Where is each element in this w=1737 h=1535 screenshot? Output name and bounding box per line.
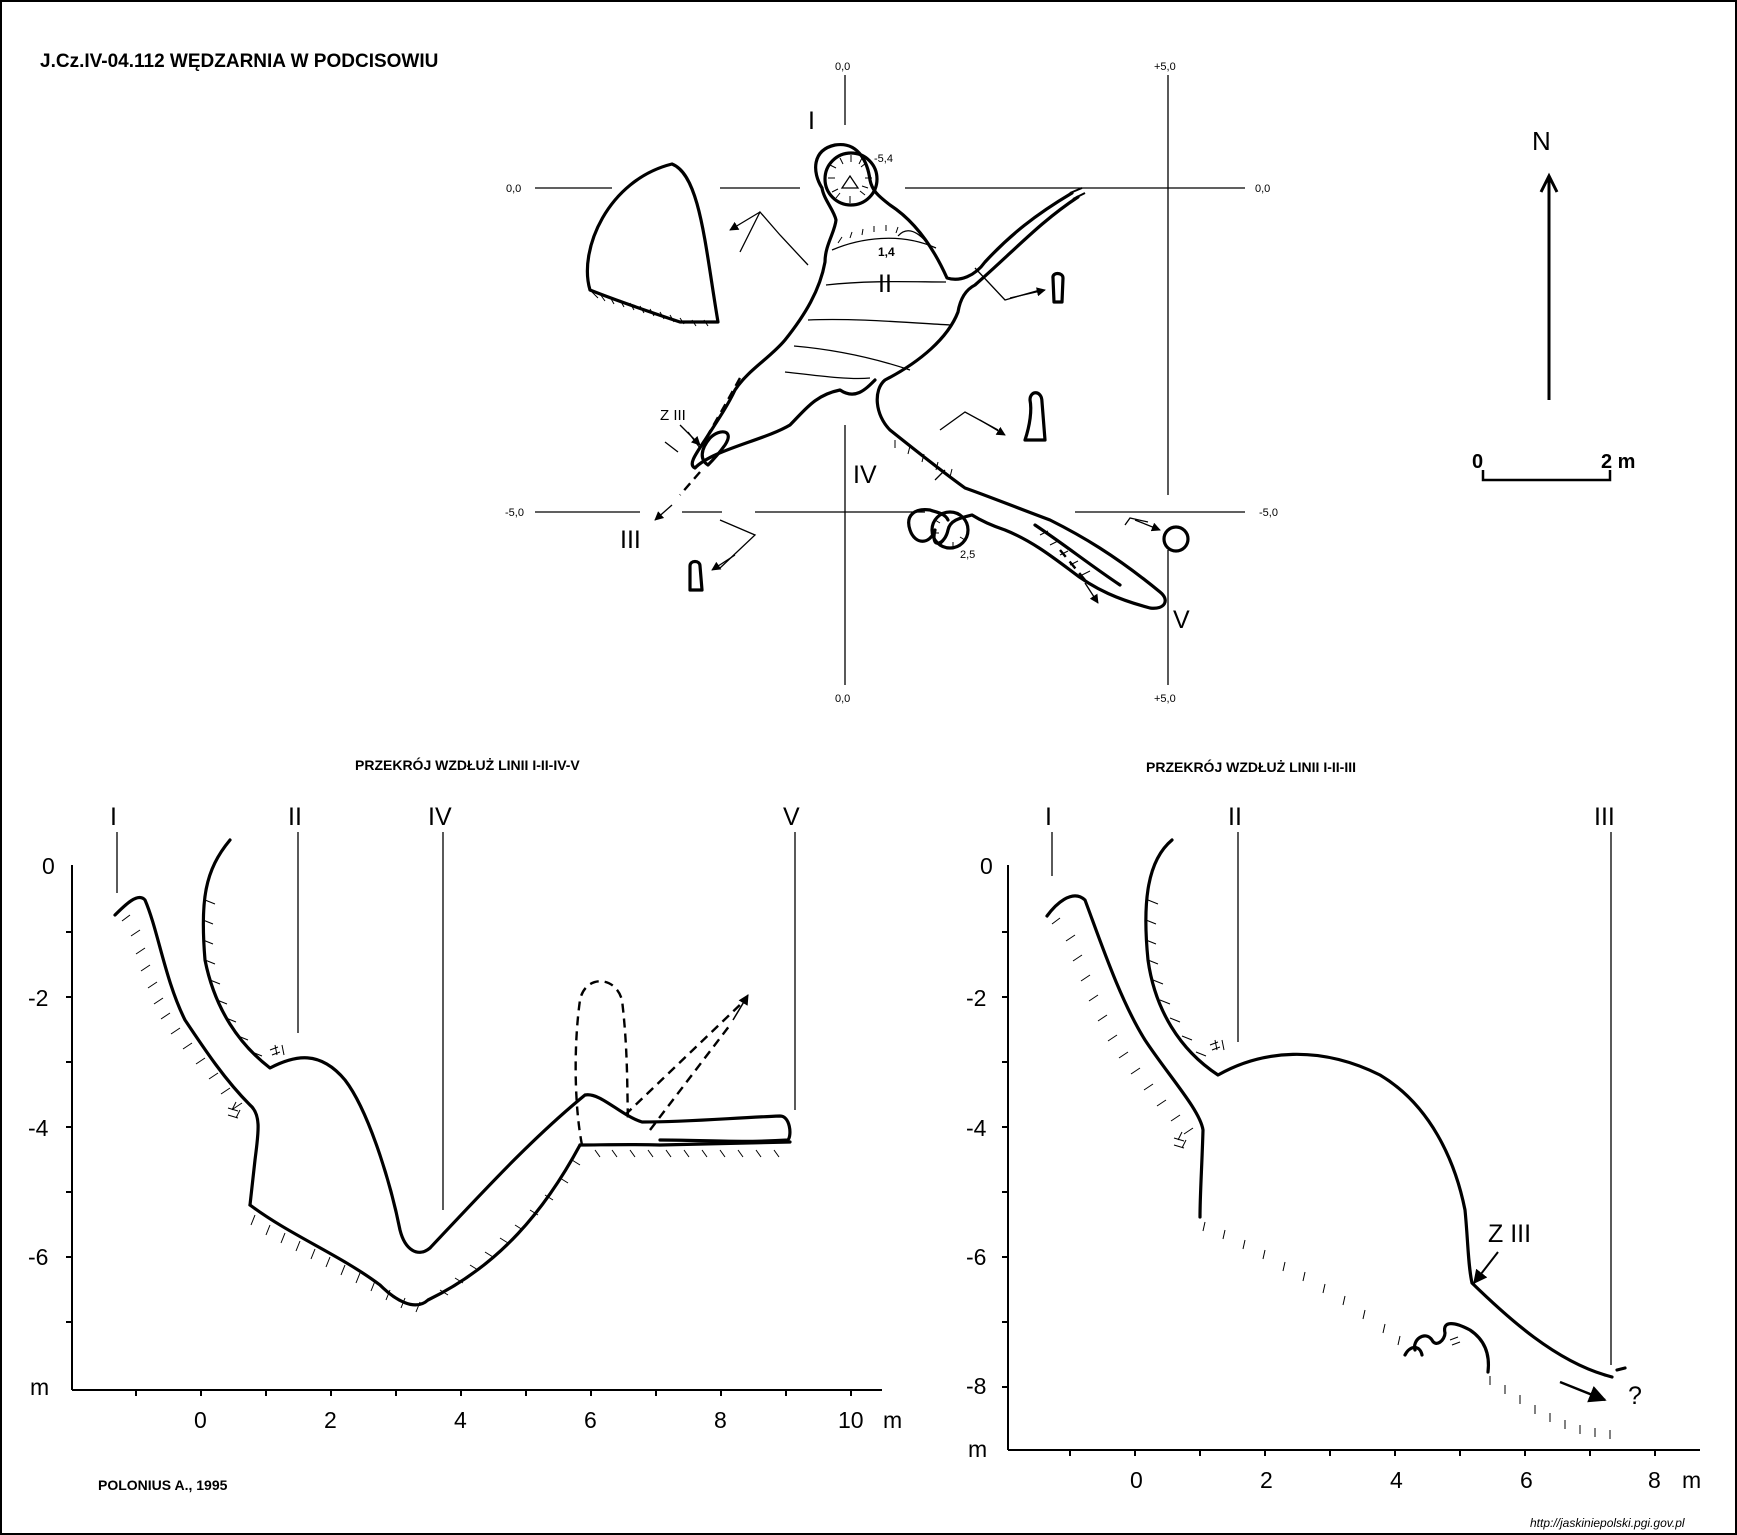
depth-label-2: 1,4 bbox=[878, 245, 895, 259]
s1-point-1: I bbox=[110, 803, 117, 831]
s2-ytick-2: -4 bbox=[966, 1115, 987, 1141]
s2-ytick-5: m bbox=[968, 1436, 987, 1462]
s2-zone-label: Z III bbox=[1488, 1220, 1531, 1248]
s2-xtick-3: 6 bbox=[1520, 1467, 1533, 1493]
plan-view: 0,0 +5,0 0,0 +5,0 0,0 -5,0 0,0 -5,0 bbox=[505, 61, 1278, 705]
s1-xtick-3: 6 bbox=[584, 1407, 597, 1433]
s1-ytick-1: -2 bbox=[28, 985, 48, 1011]
s2-ytick-1: -2 bbox=[966, 985, 986, 1011]
plan-point-4: IV bbox=[853, 461, 877, 489]
source-url: http://jaskiniepolski.pgi.gov.pl bbox=[1530, 1516, 1685, 1530]
plan-point-3: III bbox=[620, 526, 641, 554]
s2-xtick-2: 4 bbox=[1390, 1467, 1403, 1493]
grid-label-bottom-left: 0,0 bbox=[835, 693, 850, 705]
s2-question-mark: ? bbox=[1628, 1382, 1642, 1410]
s1-point-4: IV bbox=[428, 803, 452, 831]
s1-ytick-4: m bbox=[30, 1374, 49, 1400]
s1-xtick-4: 8 bbox=[714, 1407, 727, 1433]
scale-end: 2 m bbox=[1601, 451, 1635, 473]
s2-ytick-4: -8 bbox=[966, 1373, 986, 1399]
s1-point-5: V bbox=[783, 803, 800, 831]
s2-ytick-3: -6 bbox=[966, 1244, 986, 1270]
s1-ytick-2: -4 bbox=[28, 1115, 49, 1141]
s1-ytick-3: -6 bbox=[28, 1244, 48, 1270]
s2-xtick-1: 2 bbox=[1260, 1467, 1273, 1493]
author-credit: POLONIUS A., 1995 bbox=[98, 1477, 228, 1493]
s2-xtick-5: m bbox=[1682, 1467, 1701, 1493]
grid-label-left-top: 0,0 bbox=[506, 183, 521, 195]
section-1: PRZEKRÓJ WZDŁUŻ LINII I-II-IV-V 0 -2 -4 … bbox=[28, 756, 902, 1433]
plan-point-1: I bbox=[808, 107, 815, 135]
grid-label-left-bottom: -5,0 bbox=[505, 507, 524, 519]
s1-xtick-0: 0 bbox=[194, 1407, 207, 1433]
shaft-circle bbox=[823, 151, 879, 207]
grid-label-bottom-right: +5,0 bbox=[1154, 693, 1176, 705]
grid-label-right-top: 0,0 bbox=[1255, 183, 1270, 195]
depth-label-1: -5,4 bbox=[874, 153, 893, 165]
scale-start: 0 bbox=[1472, 451, 1483, 473]
map-title: J.Cz.IV-04.112 WĘDZARNIA W PODCISOWIU bbox=[40, 51, 438, 72]
s2-xtick-0: 0 bbox=[1130, 1467, 1143, 1493]
section-1-title: PRZEKRÓJ WZDŁUŻ LINII I-II-IV-V bbox=[355, 756, 580, 773]
plan-zone-label: Z III bbox=[660, 407, 686, 424]
depth-label-3: 2,5 bbox=[960, 549, 975, 561]
grid-label-top-right: +5,0 bbox=[1154, 61, 1176, 73]
s2-xtick-4: 8 bbox=[1648, 1467, 1661, 1493]
s2-point-2: II bbox=[1228, 803, 1242, 831]
s1-xtick-1: 2 bbox=[324, 1407, 337, 1433]
grid-label-right-bottom: -5,0 bbox=[1259, 507, 1278, 519]
section-2: PRZEKRÓJ WZDŁUŻ LINII I-II-III 0 -2 -4 -… bbox=[966, 758, 1701, 1493]
north-label: N bbox=[1532, 126, 1551, 156]
grid-label-top-left: 0,0 bbox=[835, 61, 850, 73]
s1-xtick-2: 4 bbox=[454, 1407, 467, 1433]
s1-point-2: II bbox=[288, 803, 302, 831]
plan-point-5: V bbox=[1173, 606, 1190, 634]
s2-point-1: I bbox=[1045, 803, 1052, 831]
s1-xtick-6: m bbox=[883, 1407, 902, 1433]
north-arrow: N bbox=[1532, 126, 1559, 400]
cross-section-outline-1 bbox=[585, 162, 720, 324]
s1-ytick-0: 0 bbox=[42, 853, 55, 879]
plan-point-2: II bbox=[878, 270, 892, 298]
s2-point-3: III bbox=[1594, 803, 1615, 831]
s1-xtick-5: 10 bbox=[838, 1407, 864, 1433]
section-2-title: PRZEKRÓJ WZDŁUŻ LINII I-II-III bbox=[1146, 758, 1356, 775]
s2-ytick-0: 0 bbox=[980, 853, 993, 879]
scale-bar: 0 2 m bbox=[1472, 451, 1635, 482]
